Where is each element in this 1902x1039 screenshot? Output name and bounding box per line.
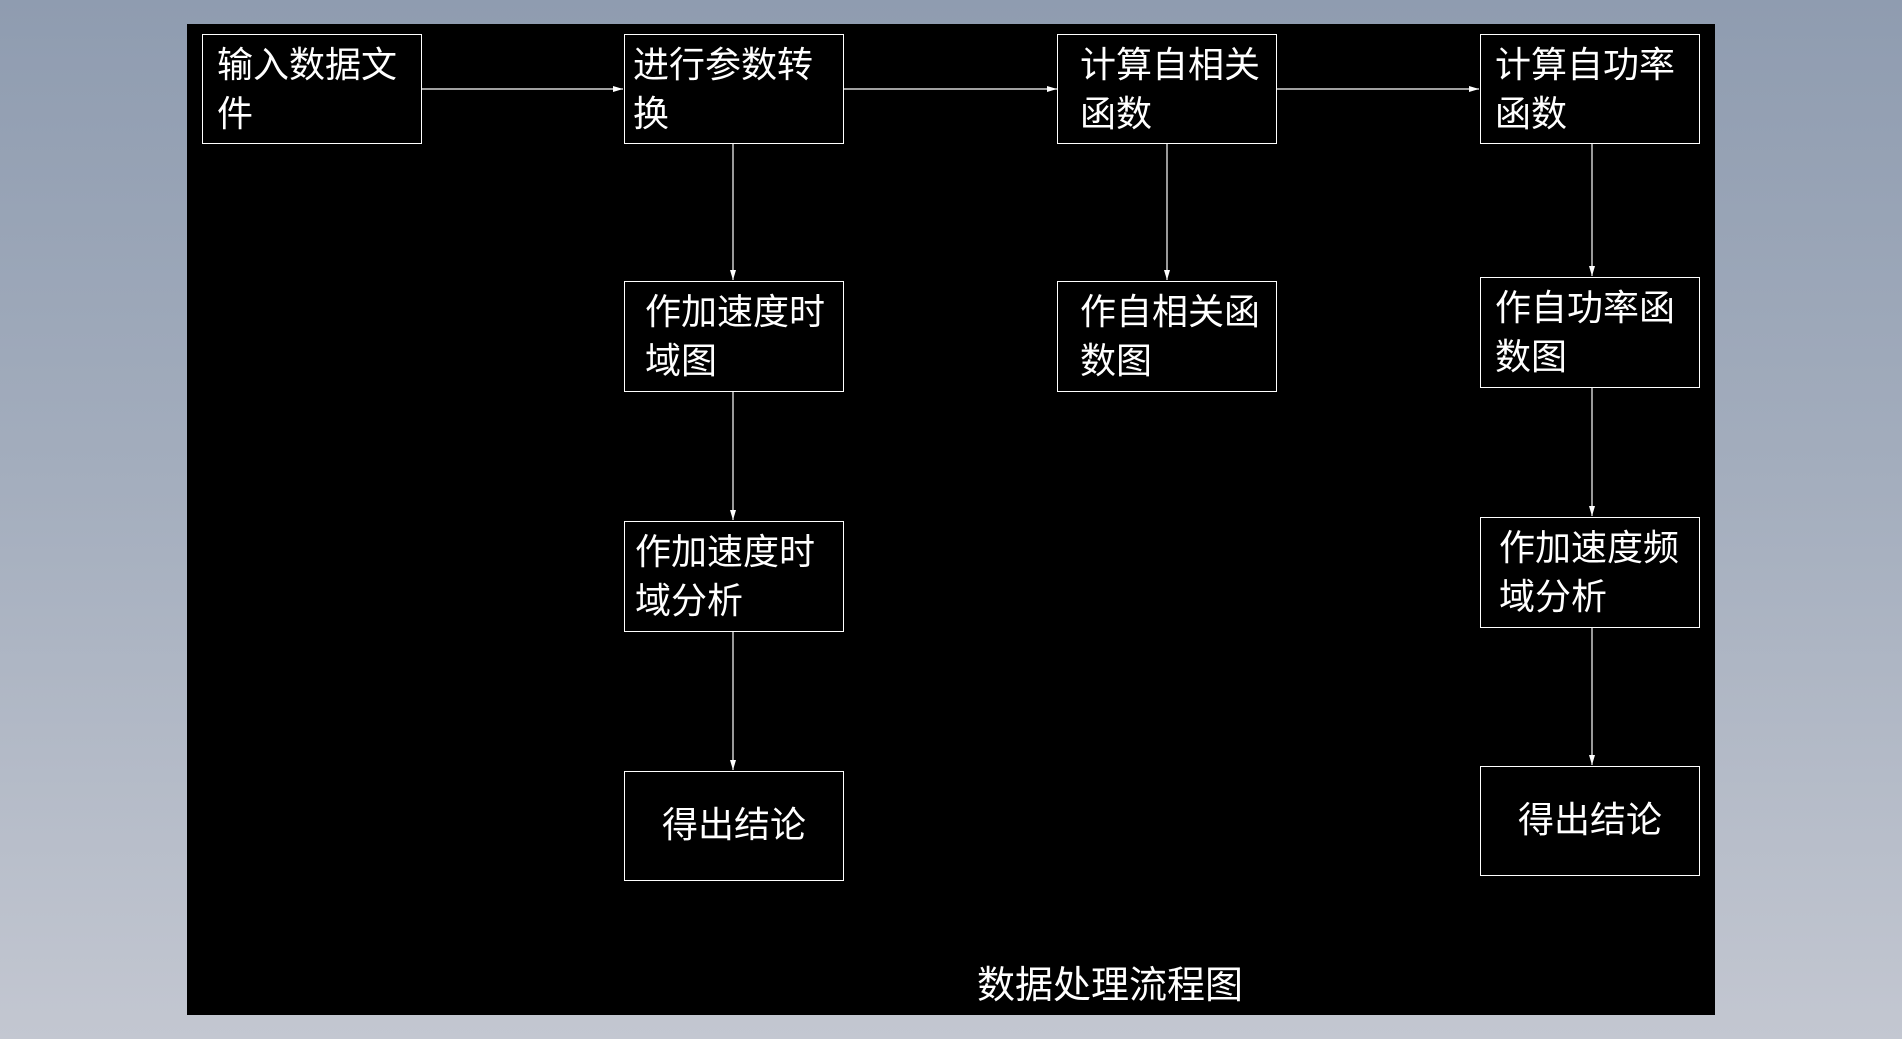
node-label-line-2: 函数 (1495, 94, 1568, 135)
node-label-line-1: 作自相关函 (1080, 292, 1261, 333)
node-label-line-2: 函数 (1080, 94, 1153, 135)
node-label-line-1: 作加速度时 (645, 292, 826, 333)
node-conclusion-right: 得出结论 (1480, 766, 1700, 876)
node-autopower-plot: 作自功率函 数图 (1480, 277, 1700, 388)
node-compute-autocorrelation: 计算自相关 函数 (1057, 34, 1277, 144)
node-label-line-2: 域图 (645, 341, 718, 382)
node-label-line-2: 件 (217, 94, 254, 135)
node-label-line-1: 作加速度时 (635, 532, 816, 573)
node-accel-frequency-domain-analysis: 作加速度频 域分析 (1480, 517, 1700, 628)
node-label-line-1: 进行参数转 (633, 45, 814, 86)
node-parameter-conversion: 进行参数转 换 (624, 34, 844, 144)
node-autocorrelation-plot: 作自相关函 数图 (1057, 281, 1277, 392)
node-label-line-1: 计算自功率 (1495, 45, 1676, 86)
node-label-line-1: 计算自相关 (1080, 45, 1261, 86)
node-label-line-1: 作加速度频 (1499, 528, 1680, 569)
node-label-line-2: 域分析 (635, 581, 744, 622)
diagram-caption: 数据处理流程图 (977, 963, 1244, 1007)
node-label-line-2: 数图 (1495, 337, 1568, 378)
node-label-line-2: 换 (633, 94, 670, 135)
node-compute-autopower: 计算自功率 函数 (1480, 34, 1700, 144)
flow-connectors (421, 86, 1595, 770)
node-label-line-2: 数图 (1080, 341, 1153, 382)
node-conclusion-left: 得出结论 (624, 771, 844, 881)
node-input-data-file: 输入数据文 件 (202, 34, 422, 144)
cad-viewport: 输入数据文 件 进行参数转 换 计算自相关 函数 计算自功率 函数 作加速度时 … (187, 24, 1715, 1015)
node-label-line-1: 输入数据文 (217, 45, 398, 86)
node-label: 得出结论 (1517, 800, 1662, 841)
node-accel-time-domain-analysis: 作加速度时 域分析 (624, 521, 844, 632)
node-label: 得出结论 (661, 805, 806, 846)
node-label-line-1: 作自功率函 (1495, 288, 1676, 329)
node-label-line-2: 域分析 (1499, 577, 1608, 618)
node-accel-time-domain-plot: 作加速度时 域图 (624, 281, 844, 392)
